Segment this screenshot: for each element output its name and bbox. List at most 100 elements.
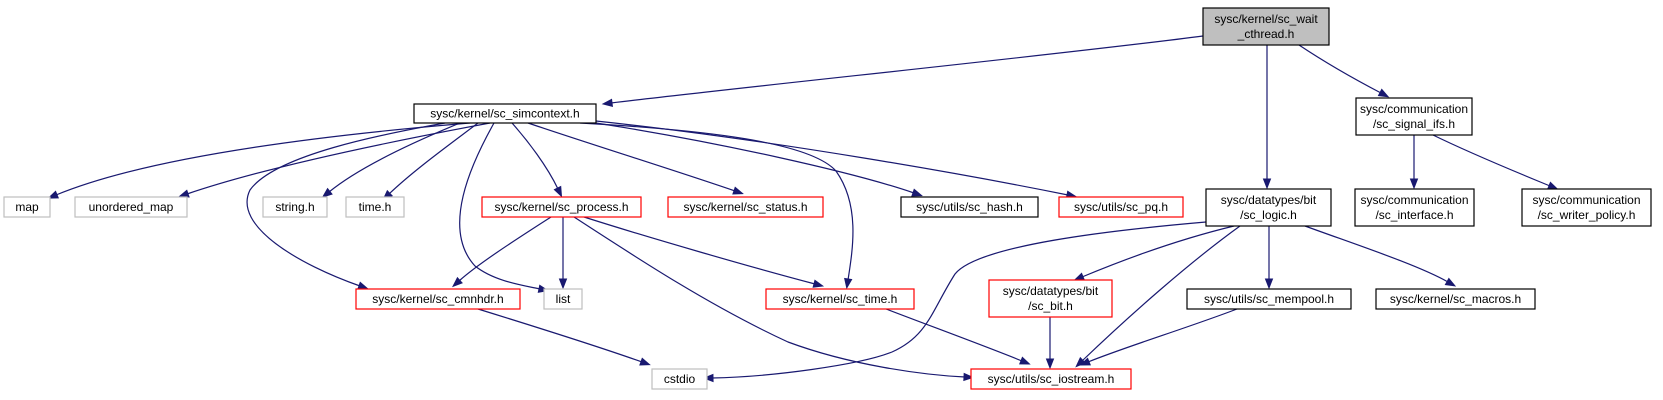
- edge-line: [1432, 134, 1551, 187]
- edge-sc_mempool-to-sc_iostream: [1079, 308, 1238, 366]
- edge-sc_logic-to-cstdio: [702, 221, 1207, 383]
- edge-line: [511, 122, 559, 190]
- edges-layer: [47, 35, 1559, 383]
- node-box: [1202, 7, 1330, 46]
- edge-arrowhead: [1546, 181, 1559, 190]
- node-label-line: /sc_signal_ifs.h: [1373, 117, 1455, 131]
- edge-arrowhead: [1262, 178, 1272, 190]
- edge-simcontext-to-sc_hash: [595, 122, 923, 197]
- node-simcontext[interactable]: sysc/kernel/sc_simcontext.h: [413, 103, 597, 124]
- edge-arrowhead: [911, 188, 923, 197]
- edge-line: [1081, 225, 1235, 278]
- edge-sc_cmnhdr-to-cstdio: [477, 308, 651, 366]
- node-sc-interface[interactable]: sysc/communication/sc_interface.h: [1354, 188, 1475, 227]
- node-sc-writer-policy[interactable]: sysc/communication/sc_writer_policy.h: [1521, 188, 1652, 227]
- node-sc-status[interactable]: sysc/kernel/sc_status.h: [667, 196, 824, 218]
- node-box: [1058, 196, 1184, 218]
- node-box: [1354, 188, 1475, 227]
- node-sc-pq[interactable]: sysc/utils/sc_pq.h: [1058, 196, 1184, 218]
- node-label-line: sysc/kernel/sc_simcontext.h: [430, 107, 579, 121]
- node-label-line: /sc_writer_policy.h: [1538, 208, 1636, 222]
- edge-sc_logic-to-sc_macros: [1304, 225, 1457, 287]
- edge-line: [388, 122, 479, 195]
- edge-arrowhead: [452, 276, 463, 288]
- edge-arrowhead: [963, 372, 975, 382]
- edge-simcontext-to-string_h: [321, 122, 461, 198]
- edge-arrowhead: [1409, 178, 1419, 190]
- edge-arrowhead: [321, 187, 333, 198]
- node-box: [355, 288, 521, 310]
- node-label-line: sysc/kernel/sc_wait: [1214, 12, 1318, 26]
- edge-line: [477, 308, 643, 363]
- edge-arrowhead: [1079, 357, 1091, 366]
- node-label-line: sysc/communication: [1360, 102, 1468, 116]
- edge-arrowhead: [1019, 356, 1031, 365]
- node-label-line: sysc/kernel/sc_macros.h: [1390, 292, 1521, 306]
- edge-line: [246, 122, 446, 287]
- node-label-line: /sc_interface.h: [1375, 208, 1453, 222]
- edge-line: [610, 35, 1204, 104]
- edge-arrowhead: [1045, 358, 1055, 370]
- node-box: [74, 196, 188, 218]
- edge-simcontext-to-sc_status: [527, 122, 744, 195]
- node-sc-time[interactable]: sysc/kernel/sc_time.h: [765, 288, 915, 310]
- edge-signal_ifs-to-sc_interface: [1409, 135, 1419, 190]
- edge-arrowhead: [1073, 272, 1086, 281]
- edge-sc_bit-to-sc_iostream: [1045, 317, 1055, 370]
- node-box: [3, 196, 51, 218]
- node-label-line: sysc/kernel/sc_status.h: [683, 200, 807, 214]
- node-sc-logic[interactable]: sysc/datatypes/bit/sc_logic.h: [1205, 188, 1332, 227]
- node-label-line: unordered_map: [89, 200, 174, 214]
- edge-arrowhead: [47, 190, 59, 199]
- edge-root-to-simcontext: [601, 35, 1204, 108]
- node-label-line: list: [556, 292, 571, 306]
- node-box: [667, 196, 824, 218]
- node-signal-ifs[interactable]: sysc/communication/sc_signal_ifs.h: [1355, 97, 1473, 136]
- node-box: [1205, 188, 1332, 227]
- node-label-line: sysc/kernel/sc_cmnhdr.h: [372, 292, 503, 306]
- edge-line: [595, 122, 915, 194]
- node-list: list: [543, 288, 583, 310]
- node-label-line: string.h: [275, 200, 314, 214]
- edge-simcontext-to-sc_cmnhdr: [246, 122, 446, 290]
- edge-arrowhead: [1377, 88, 1390, 98]
- edge-sc_process-to-sc_cmnhdr: [452, 216, 552, 288]
- node-sc-process[interactable]: sysc/kernel/sc_process.h: [481, 196, 642, 218]
- node-root: sysc/kernel/sc_wait_cthread.h: [1202, 7, 1330, 46]
- node-label-line: sysc/datatypes/bit: [1003, 284, 1099, 298]
- edge-line: [328, 122, 461, 193]
- edge-line: [573, 216, 966, 378]
- node-label-line: sysc/datatypes/bit: [1221, 193, 1317, 207]
- edge-simcontext-to-unordered_map: [178, 122, 491, 198]
- node-box: [765, 288, 915, 310]
- node-box: [988, 279, 1113, 318]
- edge-simcontext-to-sc_pq: [595, 120, 1078, 199]
- node-map: map: [3, 196, 51, 218]
- node-label-line: sysc/kernel/sc_process.h: [494, 200, 628, 214]
- node-box: [970, 368, 1132, 390]
- edge-arrowhead: [812, 279, 825, 288]
- edge-line: [1087, 308, 1238, 363]
- edge-simcontext-to-map: [47, 122, 471, 199]
- node-cstdio: cstdio: [651, 368, 708, 390]
- node-sc-hash[interactable]: sysc/utils/sc_hash.h: [900, 196, 1039, 218]
- node-sc-cmnhdr[interactable]: sysc/kernel/sc_cmnhdr.h: [355, 288, 521, 310]
- node-label-line: sysc/utils/sc_pq.h: [1074, 200, 1168, 214]
- node-label-line: sysc/utils/sc_mempool.h: [1204, 292, 1334, 306]
- node-label-line: /sc_logic.h: [1240, 208, 1297, 222]
- node-sc-mempool[interactable]: sysc/utils/sc_mempool.h: [1186, 288, 1352, 310]
- edge-root-to-sc_logic: [1262, 45, 1272, 190]
- node-label-line: sysc/utils/sc_iostream.h: [988, 372, 1115, 386]
- node-label-line: sysc/communication: [1360, 193, 1468, 207]
- edge-arrowhead: [844, 277, 853, 290]
- node-sc-bit[interactable]: sysc/datatypes/bit/sc_bit.h: [988, 279, 1113, 318]
- node-unordered-map: unordered_map: [74, 196, 188, 218]
- node-sc-macros[interactable]: sysc/kernel/sc_macros.h: [1375, 288, 1536, 310]
- edge-line: [885, 308, 1023, 362]
- node-sc-iostream[interactable]: sysc/utils/sc_iostream.h: [970, 368, 1132, 390]
- edge-line: [459, 122, 541, 290]
- node-time-h: time.h: [345, 196, 405, 218]
- edge-sc_time-to-sc_iostream: [885, 308, 1031, 365]
- edge-simcontext-to-sc_process: [511, 122, 563, 198]
